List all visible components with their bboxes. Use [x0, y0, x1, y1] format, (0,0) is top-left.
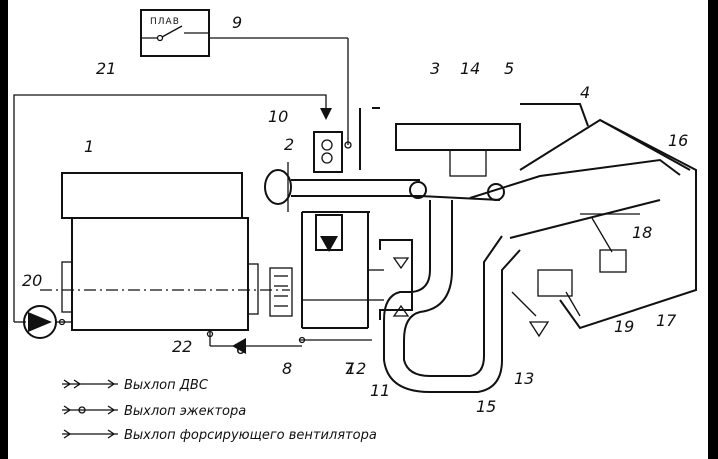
- callout-20: 20: [22, 271, 42, 290]
- callout-14: 14: [460, 59, 480, 78]
- callout-9: 9: [232, 13, 242, 32]
- callout-15: 15: [476, 397, 496, 416]
- callout-3: 3: [430, 59, 440, 78]
- switch-label: ПЛАВ: [150, 17, 180, 27]
- legend-item-engine-exhaust: Выхлоп ДВС: [62, 378, 209, 393]
- callout-8: 8: [282, 359, 292, 378]
- legend-label-ejector-exhaust: Выхлоп эжектора: [124, 404, 246, 419]
- callout-21: 21: [96, 59, 116, 78]
- pump-20: [23, 305, 72, 339]
- callout-22: 22: [172, 337, 192, 356]
- callout-12: 12: [346, 359, 366, 378]
- callout-7: 7: [344, 359, 355, 378]
- signal-arrow-icon: [320, 108, 332, 120]
- legend-item-ejector-exhaust: Выхлоп эжектора: [62, 404, 246, 419]
- callout-2: 2: [284, 135, 294, 154]
- callout-11: 11: [370, 381, 390, 400]
- legend-item-fan-exhaust: Выхлоп форсирующего вентилятора: [62, 428, 377, 443]
- callout-16: 16: [668, 131, 688, 150]
- callout-18: 18: [632, 223, 652, 242]
- engine: [40, 172, 290, 331]
- callout-1: 1: [84, 137, 94, 156]
- hull: [469, 118, 697, 330]
- callout-17: 17: [656, 311, 677, 330]
- float-switch-box: ПЛАВ: [140, 9, 352, 149]
- legend-label-fan-exhaust: Выхлоп форсирующего вентилятора: [124, 428, 377, 443]
- callout-4: 4: [580, 83, 590, 102]
- ejector: [368, 239, 413, 320]
- exhaust-duct-15: [383, 200, 521, 393]
- gearbox: [300, 131, 372, 341]
- radiator-5: [359, 103, 589, 177]
- callout-6: 6: [236, 339, 246, 358]
- callout-5: 5: [504, 59, 514, 78]
- exhaust-manifold: [264, 162, 420, 212]
- callout-10: 10: [268, 107, 288, 126]
- wire-22: [206, 330, 306, 354]
- callout-labels: 1 2 3 4 5 6 7 8 9 10 11 12 13 14 15 16 1…: [22, 13, 688, 416]
- callout-19: 19: [614, 317, 634, 336]
- diagram-frame: [8, 0, 708, 459]
- flap-mechanism: [511, 213, 640, 338]
- fan-8: [269, 267, 293, 317]
- legend: Выхлоп ДВС Выхлоп эжектора Выхлоп форсир…: [62, 378, 377, 443]
- callout-13: 13: [514, 369, 534, 388]
- legend-label-engine-exhaust: Выхлоп ДВС: [124, 378, 209, 393]
